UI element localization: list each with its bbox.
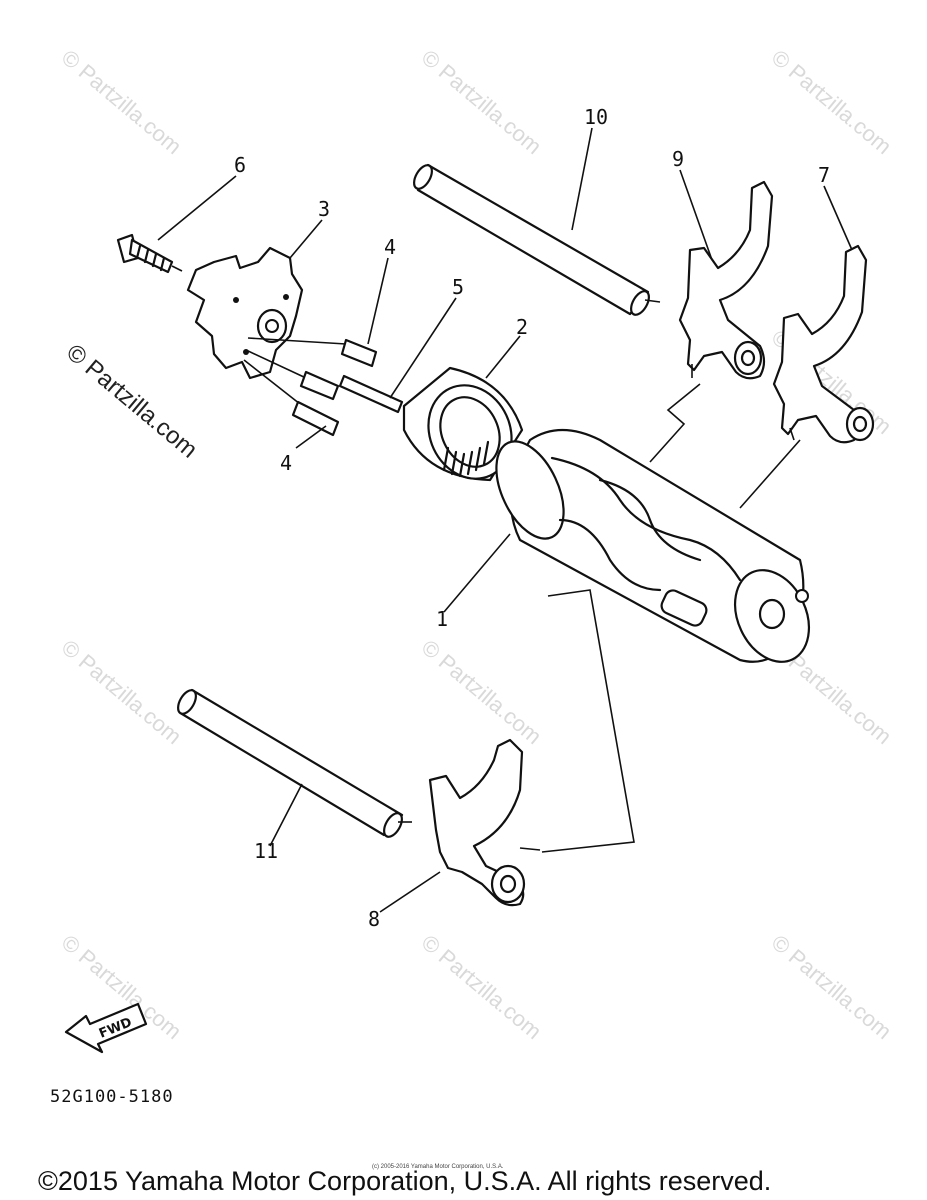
watermark: © Partzilla.com bbox=[767, 45, 897, 159]
shift-fork-lower bbox=[428, 738, 541, 907]
callout-4a: 4 bbox=[384, 235, 396, 259]
callout-10: 10 bbox=[584, 105, 608, 129]
watermark: © Partzilla.com bbox=[417, 930, 547, 1044]
footer-small-print: (c) 2005-2016 Yamaha Motor Corporation, … bbox=[372, 1164, 504, 1170]
segment-plate bbox=[186, 246, 347, 405]
shift-fork-right bbox=[772, 244, 875, 444]
guide-bar-lower bbox=[177, 688, 412, 838]
connector-lines bbox=[541, 383, 801, 853]
callout-4b: 4 bbox=[280, 451, 292, 475]
callout-5: 5 bbox=[452, 275, 464, 299]
screw bbox=[116, 233, 183, 274]
pins bbox=[291, 338, 404, 437]
watermark: © Partzilla.com bbox=[767, 930, 897, 1044]
watermark: © Partzilla.com bbox=[417, 635, 547, 749]
fwd-arrow-icon: FWD bbox=[64, 1002, 148, 1054]
watermark: © Partzilla.com bbox=[417, 45, 547, 159]
shift-fork-upper bbox=[678, 180, 774, 380]
callout-8: 8 bbox=[368, 907, 380, 931]
callout-2: 2 bbox=[516, 315, 528, 339]
bearing bbox=[402, 366, 524, 482]
callout-6: 6 bbox=[234, 153, 246, 177]
callout-1: 1 bbox=[436, 607, 448, 631]
callouts: 1 2 3 4 4 5 6 7 8 9 10 11 bbox=[234, 105, 830, 931]
leader-lines bbox=[157, 127, 853, 913]
footer-copyright: ©2015 Yamaha Motor Corporation, U.S.A. A… bbox=[38, 1166, 771, 1196]
watermark: © Partzilla.com bbox=[57, 45, 187, 159]
callout-3: 3 bbox=[318, 197, 330, 221]
shift-drum bbox=[495, 429, 810, 663]
guide-bar-upper bbox=[413, 163, 661, 316]
side-watermark: © Partzilla.com bbox=[61, 339, 202, 464]
diagram-code: 52G100-5180 bbox=[50, 1087, 174, 1107]
callout-9: 9 bbox=[672, 147, 684, 171]
callout-7: 7 bbox=[818, 163, 830, 187]
callout-11: 11 bbox=[254, 839, 278, 863]
watermark: © Partzilla.com bbox=[57, 635, 187, 749]
